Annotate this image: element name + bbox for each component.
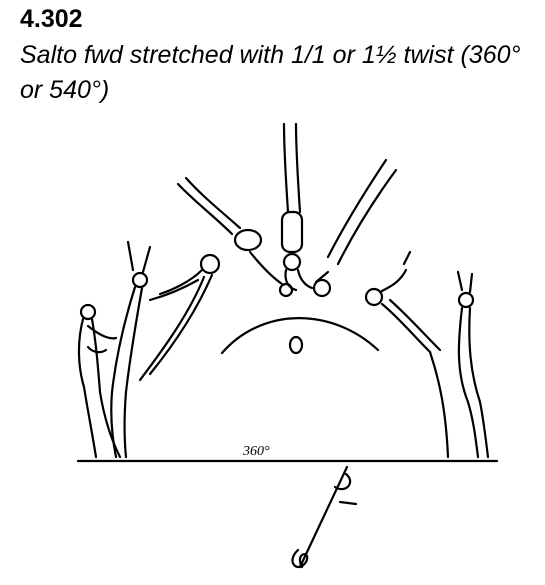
flight-arc xyxy=(220,317,380,355)
gymnast-figure-5 xyxy=(280,122,314,292)
gymnast-figure-2 xyxy=(110,240,152,459)
gymnast-figure-6 xyxy=(312,158,398,298)
element-description: Salto fwd stretched with 1/1 or 1½ twist… xyxy=(20,41,521,104)
gymnast-figure-3 xyxy=(138,253,221,382)
gymnast-figure-7 xyxy=(364,250,450,459)
twist-symbol xyxy=(291,465,358,569)
rotation-label: 360° xyxy=(242,444,270,459)
gymnast-figure-4 xyxy=(176,176,294,298)
gymnast-sequence-drawing: 360° xyxy=(76,122,499,569)
skill-illustration: 360° xyxy=(0,112,545,585)
gymnast-figure-8 xyxy=(456,270,490,459)
element-number: 4.302 xyxy=(20,5,83,33)
arc-center-mark xyxy=(288,335,304,355)
